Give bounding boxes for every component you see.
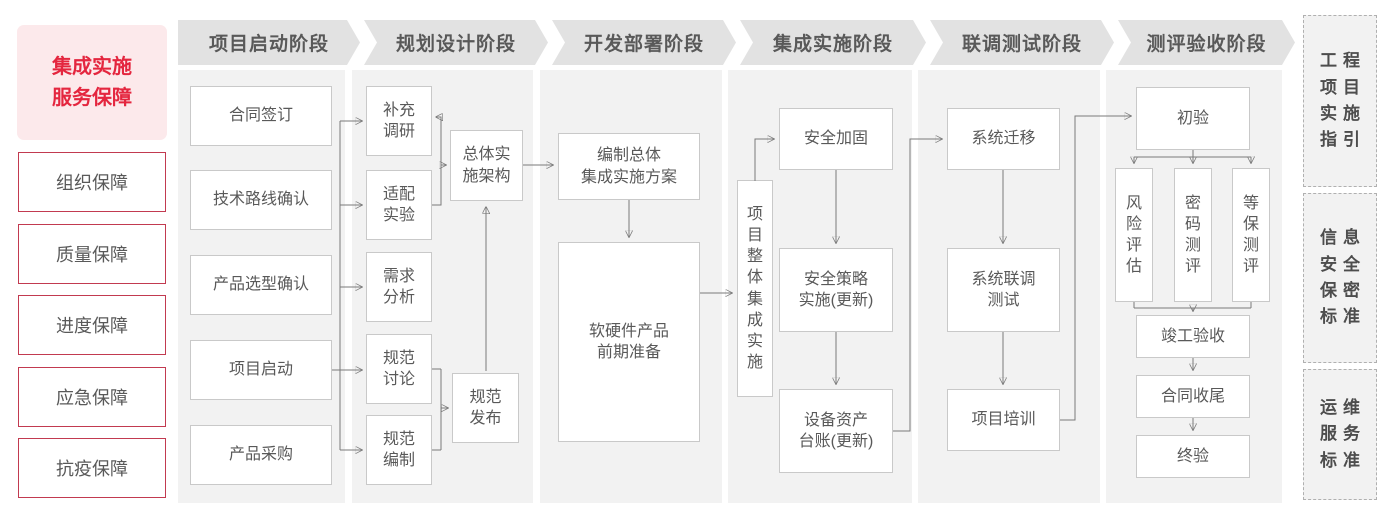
box-overall-implementation-architecture: 总体实 施架构 <box>450 130 523 201</box>
phase-header-integration-impl: 集成实施阶段 <box>740 20 926 65</box>
box-project-overall-integration: 项 目 整 体 集 成 实 施 <box>737 180 773 397</box>
box-mlps-evaluation: 等 保 测 评 <box>1232 168 1270 302</box>
box-asset-ledger-update: 设备资产 台账(更新) <box>779 389 893 473</box>
sidebar-title: 集成实施 服务保障 <box>17 25 167 140</box>
box-risk-assessment: 风 险 评 估 <box>1115 168 1153 302</box>
phase-header-dev-deployment: 开发部署阶段 <box>552 20 736 65</box>
box-crypto-evaluation: 密 码 测 评 <box>1174 168 1212 302</box>
guarantee-quality: 质量保障 <box>18 224 166 284</box>
box-completion-acceptance: 竣工验收 <box>1136 315 1250 358</box>
phase-header-project-kickoff: 项目启动阶段 <box>178 20 360 65</box>
box-system-joint-testing: 系统联调 测试 <box>947 248 1060 332</box>
box-system-migration: 系统迁移 <box>947 108 1060 170</box>
box-contract-signing: 合同签订 <box>190 86 332 146</box>
box-product-procurement: 产品采购 <box>190 425 332 485</box>
phase-header-planning-design: 规划设计阶段 <box>364 20 548 65</box>
box-initial-acceptance: 初验 <box>1136 87 1250 150</box>
box-project-kickoff: 项目启动 <box>190 340 332 400</box>
box-product-selection-confirm: 产品选型确认 <box>190 255 332 315</box>
standard-project-implementation-guide: 工程 项目 实施 指引 <box>1303 15 1377 187</box>
guarantee-epidemic: 抗疫保障 <box>18 438 166 498</box>
guarantee-schedule: 进度保障 <box>18 295 166 355</box>
box-requirement-analysis: 需求 分析 <box>366 252 432 322</box>
standard-info-security-confidentiality: 信息 安全 保密 标准 <box>1303 193 1377 363</box>
box-supplementary-research: 补充 调研 <box>366 86 432 156</box>
box-adaptation-test: 适配 实验 <box>366 170 432 240</box>
guarantee-emergency: 应急保障 <box>18 367 166 427</box>
box-contract-closure: 合同收尾 <box>1136 375 1250 418</box>
box-spec-release: 规范 发布 <box>452 373 519 443</box>
guarantee-organization: 组织保障 <box>18 152 166 212</box>
box-project-training: 项目培训 <box>947 389 1060 451</box>
standard-om-service: 运维 服务 标准 <box>1303 369 1377 500</box>
box-final-acceptance: 终验 <box>1136 435 1250 478</box>
box-security-policy-implementation: 安全策略 实施(更新) <box>779 248 893 332</box>
box-spec-drafting: 规范 编制 <box>366 415 432 485</box>
box-overall-integration-plan: 编制总体 集成实施方案 <box>558 133 700 200</box>
phase-header-evaluation-acceptance: 测评验收阶段 <box>1118 20 1295 65</box>
box-hw-sw-preparation: 软硬件产品 前期准备 <box>558 242 700 442</box>
box-spec-discussion: 规范 讨论 <box>366 334 432 404</box>
phase-header-joint-testing: 联调测试阶段 <box>930 20 1114 65</box>
box-tech-route-confirm: 技术路线确认 <box>190 170 332 230</box>
box-security-hardening: 安全加固 <box>779 108 893 170</box>
